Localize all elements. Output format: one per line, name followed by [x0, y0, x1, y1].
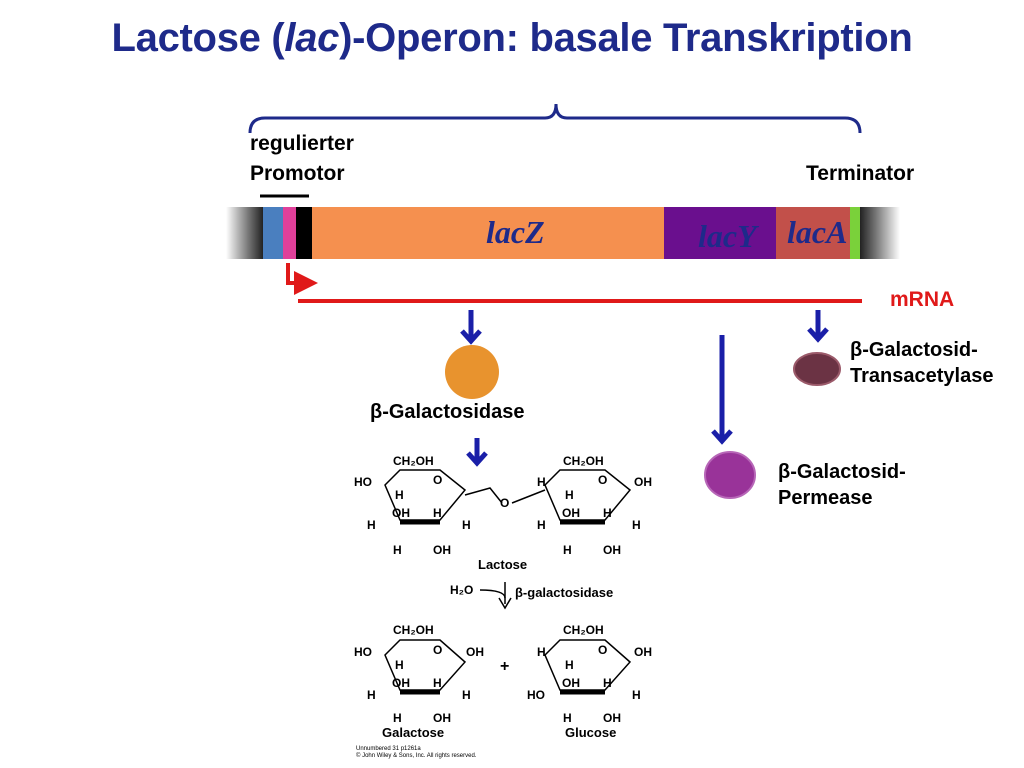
glucose-o: O — [598, 643, 608, 657]
glucose-ch2oh: CH₂OH — [563, 623, 604, 637]
lactose-glc-o: O — [598, 473, 608, 487]
galactose-h3: H — [367, 688, 376, 702]
lactose-glc-h3: H — [603, 506, 612, 520]
glucose-label: Glucose — [565, 725, 617, 740]
lactose-gal-h2: H — [433, 506, 442, 520]
glucose-h2: H — [565, 658, 574, 672]
glucose-oh1: OH — [634, 645, 652, 659]
dna-right-end — [860, 207, 900, 259]
glucose-h5: H — [563, 711, 572, 725]
mrna-label: mRNA — [890, 288, 955, 311]
lactose-gal-oh2: OH — [433, 543, 451, 557]
lactose-gal-h4: H — [462, 518, 471, 532]
lactose-label: Lactose — [478, 557, 528, 572]
galactose-oh2: OH — [392, 676, 410, 690]
lactose-glc-h6: H — [563, 543, 572, 557]
galactose-h2: H — [433, 676, 442, 690]
water-label: H₂O — [450, 583, 474, 597]
arrow-to-galactosidase — [460, 310, 482, 345]
transcription-start-arrow — [286, 263, 318, 295]
enzyme-label: β-galactosidase — [515, 585, 614, 600]
operon-brace — [248, 103, 862, 134]
arrow-to-permease — [711, 335, 733, 445]
cap-site — [296, 207, 312, 259]
lactose-gal-ho: HO — [354, 475, 372, 489]
galactose-ch2oh: CH₂OH — [393, 623, 434, 637]
lacz-segment — [312, 207, 664, 259]
lactose-glc-h1: H — [537, 475, 546, 489]
copyright-line-2: © John Wiley & Sons, Inc. All rights res… — [356, 753, 477, 759]
gene-label-laca: lacA — [787, 214, 848, 250]
dna-left-end — [226, 207, 263, 259]
lactose-glc-h2: H — [565, 488, 574, 502]
page-title: Lactose (lac)-Operon: basale Transkripti… — [0, 16, 1024, 61]
lactose-gal-h5: H — [393, 543, 402, 557]
operator-region — [283, 207, 296, 259]
arrow-to-reaction — [466, 438, 488, 467]
galactose-oh1: OH — [466, 645, 484, 659]
lactose-gal-ch2oh: CH₂OH — [393, 454, 434, 468]
glucose-oh3: OH — [603, 711, 621, 725]
lactose-glc-h4: H — [537, 518, 546, 532]
promoter-label-1: regulierter — [250, 132, 354, 155]
galactose-ho: HO — [354, 645, 372, 659]
glucose-h1: H — [537, 645, 546, 659]
lactose-gal-o: O — [433, 473, 443, 487]
lactose-glc-ch2oh: CH₂OH — [563, 454, 604, 468]
glucose-oh2: OH — [562, 676, 580, 690]
galactosidase-protein — [445, 345, 499, 399]
transacetylase-label-1: β-Galactosid- — [850, 339, 978, 361]
lactose-bridge-o: O — [500, 496, 510, 510]
galactose-h1: H — [395, 658, 404, 672]
arrow-to-transacetylase — [807, 310, 829, 343]
lactose-gal-h3: H — [367, 518, 376, 532]
translation-arrows — [460, 310, 829, 467]
lactose-gal-h1: H — [395, 488, 404, 502]
terminator-segment — [850, 207, 860, 259]
sugar-rings — [384, 469, 632, 695]
laca-segment — [776, 207, 850, 259]
promoter-region — [263, 207, 283, 259]
lactose-gal-oh1: OH — [392, 506, 410, 520]
galactose-h5: H — [393, 711, 402, 725]
galactosidase-label: β-Galactosidase — [370, 401, 525, 423]
plus-sign: + — [500, 658, 510, 675]
lactose-glc-oh2: OH — [562, 506, 580, 520]
glucose-ho: HO — [527, 688, 545, 702]
glucose-h4: H — [632, 688, 641, 702]
transacetylase-protein — [793, 352, 841, 386]
permease-protein — [704, 451, 756, 499]
promoter-label-2: Promotor — [250, 162, 345, 185]
galactose-label: Galactose — [382, 725, 445, 740]
lacy-segment — [664, 207, 776, 259]
galactose-h4: H — [462, 688, 471, 702]
copyright-line-1: Unnumbered 31 p1261a — [356, 746, 421, 752]
glucose-h3: H — [603, 676, 612, 690]
terminator-label: Terminator — [806, 162, 915, 185]
permease-label-2: Permease — [778, 487, 873, 509]
galactose-o: O — [433, 643, 443, 657]
title-suffix: )-Operon: basale Transkription — [339, 16, 913, 60]
gene-label-lacy: lacY — [698, 218, 757, 254]
transacetylase-label-2: Transacetylase — [850, 365, 994, 387]
title-italic: lac — [284, 16, 340, 60]
lactose-glc-oh1: OH — [634, 475, 652, 489]
lactose-glc-oh3: OH — [603, 543, 621, 557]
title-prefix: Lactose ( — [111, 16, 285, 60]
permease-label-1: β-Galactosid- — [778, 461, 906, 483]
lactose-glc-h5: H — [632, 518, 641, 532]
gene-label-lacz: lacZ — [486, 214, 545, 250]
galactose-oh3: OH — [433, 711, 451, 725]
